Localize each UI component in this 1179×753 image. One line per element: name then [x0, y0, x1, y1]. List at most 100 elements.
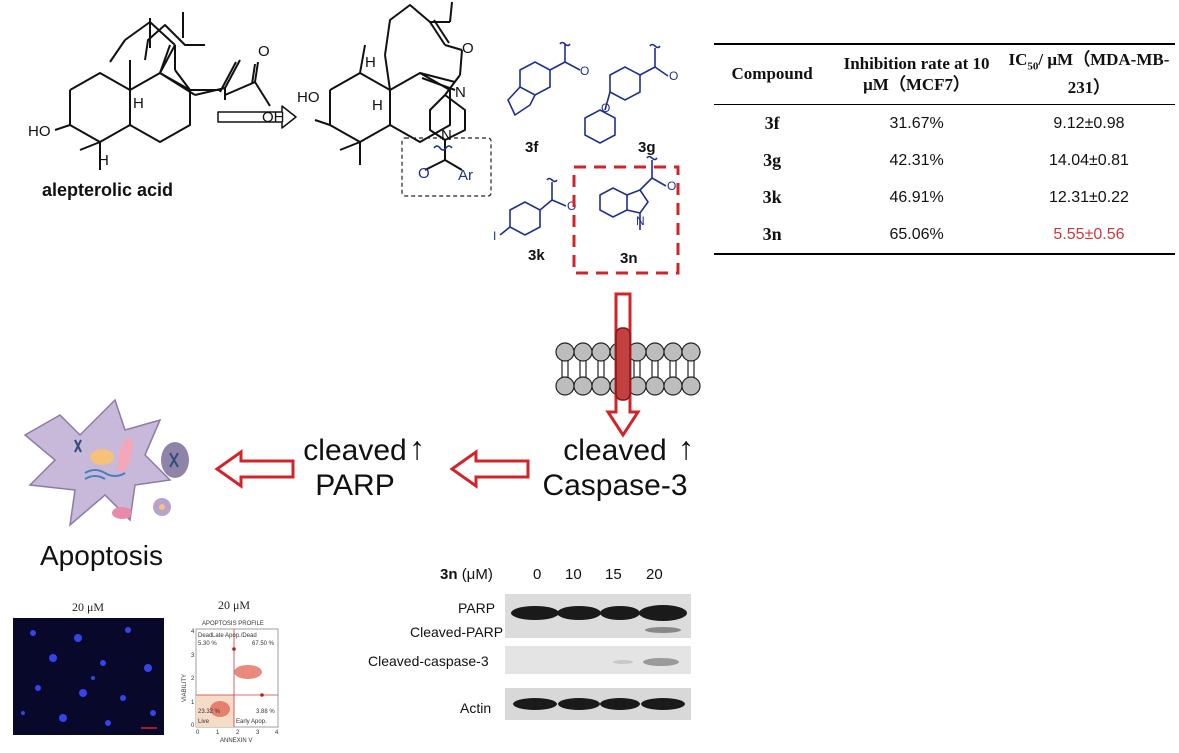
- membrane-diagram: [555, 292, 701, 438]
- cell-inhibition: 42.31%: [889, 151, 944, 169]
- oh-label: OH: [262, 109, 285, 126]
- x-tick-0: 0: [196, 730, 200, 736]
- cell-inhibition: 31.67%: [889, 114, 944, 132]
- ic50-main: IC: [1008, 50, 1028, 69]
- arrow-parp-to-apoptosis: [214, 449, 295, 489]
- flow-cytometry-plot: APOPTOSIS PROFILE Dead Late Apop./Dead 5…: [182, 621, 279, 744]
- q-early: Early Apop.: [236, 719, 267, 725]
- q-dead-pct: 5.30 %: [198, 641, 217, 647]
- q-late-pct: 67.50 %: [252, 641, 275, 647]
- h-label: H: [98, 152, 109, 169]
- wb-compound: 3n: [440, 566, 458, 583]
- x-tick-1: 1: [216, 730, 220, 736]
- table-row: 3g 42.31% 14.04±0.81: [714, 142, 1175, 179]
- ar-label: Ar: [458, 167, 473, 184]
- h-label-2: H: [133, 95, 144, 112]
- acyl-o: O: [418, 165, 430, 182]
- wb-label-cleaved-caspase: Cleaved-caspase-3: [368, 653, 489, 669]
- n-bottom: N: [441, 127, 452, 144]
- flow-label: 20 μM: [218, 598, 251, 612]
- 3k-o: O: [567, 199, 576, 213]
- 3g-o: O: [669, 69, 678, 83]
- y-axis-label: VIABILITY: [182, 674, 188, 702]
- wb-label-parp: PARP: [458, 600, 496, 616]
- cell-compound: 3n: [714, 216, 831, 256]
- y-tick-2: 2: [191, 676, 195, 682]
- label-3f: 3f: [525, 139, 539, 156]
- caspase-label: cleaved Caspase-3: [540, 433, 690, 503]
- caspase-line1: cleaved: [563, 434, 667, 467]
- 3g-ether-o: O: [601, 101, 610, 115]
- x-axis-label: ANNEXIN V: [220, 738, 252, 744]
- flow-title: APOPTOSIS PROFILE: [202, 621, 264, 627]
- cell-inhibition: 65.06%: [830, 216, 1003, 256]
- parp-label: cleaved PARP: [300, 433, 410, 503]
- cell-ic50: 12.31±0.22: [1048, 188, 1129, 206]
- table-row: 3k 46.91% 12.31±0.22: [714, 179, 1175, 216]
- ic50-rest: / μM（MDA-MB-231）: [1038, 50, 1170, 98]
- o-label: O: [258, 43, 270, 60]
- label-3g: 3g: [638, 139, 656, 156]
- q-early-pct: 3.88 %: [256, 709, 275, 715]
- y-tick-0: 0: [191, 723, 195, 729]
- parp-line1: cleaved: [303, 434, 407, 467]
- cell-ic50: 9.12±0.98: [1053, 114, 1125, 132]
- western-blot-panels: [505, 594, 691, 720]
- dose-10: 10: [565, 566, 582, 583]
- caspase-line2: Caspase-3: [542, 469, 688, 502]
- wb-label-actin: Actin: [460, 700, 492, 716]
- label-3n: 3n: [620, 250, 638, 267]
- label-3k: 3k: [528, 247, 545, 264]
- fluor-label: 20 μM: [72, 600, 105, 614]
- header-inhibition: Inhibition rate at 10 μM（MCF7）: [830, 43, 1003, 106]
- parp-up-arrow: ↑: [409, 430, 425, 466]
- cell-compound: 3g: [763, 150, 782, 171]
- x-tick-4: 4: [275, 730, 279, 736]
- x-tick-2: 2: [236, 730, 240, 736]
- header-compound: Compound: [714, 43, 831, 106]
- q-live: Live: [198, 719, 210, 725]
- x-tick-3: 3: [256, 730, 260, 736]
- 3n-n: N: [636, 214, 645, 228]
- table-row: 3n 65.06% 5.55±0.56: [714, 216, 1175, 256]
- header-ic50: IC50/ μM（MDA-MB-231）: [1002, 43, 1175, 106]
- table-row: 3f 31.67% 9.12±0.98: [714, 105, 1175, 143]
- results-table: Compound Inhibition rate at 10 μM（MCF7） …: [714, 43, 1175, 256]
- ho-label: HO: [28, 123, 51, 140]
- cell-ic50-highlight: 5.55±0.56: [1002, 216, 1175, 256]
- y-tick-1: 1: [191, 700, 195, 706]
- q-dead: Dead: [198, 633, 212, 639]
- n-top: N: [455, 84, 466, 101]
- dose-15: 15: [605, 566, 622, 583]
- cell-ic50: 14.04±0.81: [1048, 151, 1129, 169]
- y-tick-4: 4: [191, 629, 195, 635]
- ho-label-right: HO: [297, 89, 320, 106]
- parp-line2: PARP: [315, 469, 395, 502]
- 3n-o: O: [667, 179, 676, 193]
- natural-product-name: alepterolic acid: [42, 180, 174, 200]
- y-tick-3: 3: [191, 653, 195, 659]
- dose-20: 20: [646, 566, 663, 583]
- caspase-up-arrow: ↑: [678, 430, 694, 466]
- fluorescence-image: [13, 618, 164, 735]
- dose-0: 0: [533, 566, 542, 583]
- 3f-o: O: [580, 64, 589, 78]
- q-live-pct: 23.32 %: [198, 709, 221, 715]
- synthesis-scheme: HO O OH H H HO H H O N N O Ar: [28, 1, 492, 197]
- h-label-right-2: H: [365, 54, 376, 71]
- 3k-i: I: [493, 229, 496, 243]
- cell-compound: 3k: [762, 187, 782, 208]
- western-header: 3n (μM): [440, 566, 493, 583]
- wb-unit: (μM): [461, 566, 493, 583]
- apoptotic-cell-illustration: [23, 398, 189, 527]
- ic50-sub: 50: [1027, 60, 1039, 73]
- arrow-caspase-to-parp: [449, 449, 530, 489]
- wb-label-cleaved-parp: Cleaved-PARP: [410, 624, 504, 640]
- cell-compound: 3f: [764, 113, 780, 134]
- carbonyl-o: O: [462, 40, 474, 57]
- h-label-right: H: [372, 97, 383, 114]
- substituent-structures: O O O O I O N 3f 3g 3k 3n: [493, 41, 680, 275]
- apoptosis-label: Apoptosis: [40, 540, 163, 571]
- cell-inhibition: 46.91%: [889, 188, 944, 206]
- highlight-box-3n: [572, 165, 680, 275]
